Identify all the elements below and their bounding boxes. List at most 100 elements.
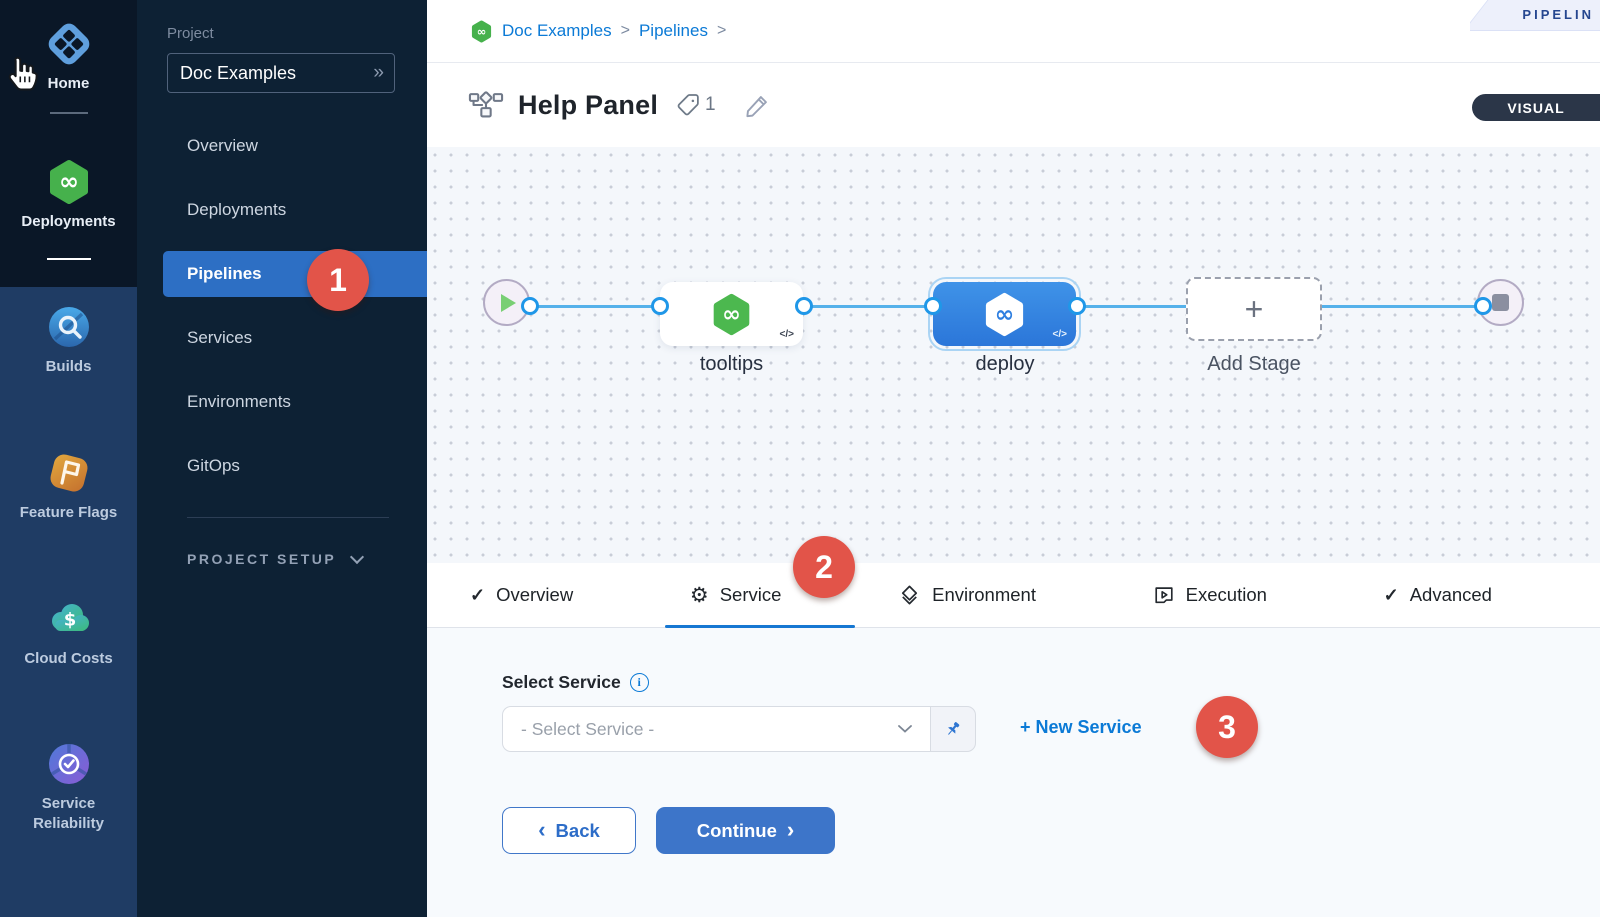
new-service-link[interactable]: + New Service (1020, 717, 1142, 737)
module-sidebar: Home ∞ Deployments Builds (0, 0, 137, 917)
continue-button[interactable]: Continue › (656, 807, 835, 854)
active-tab-underline (665, 625, 855, 628)
chevron-right-icon: › (786, 816, 795, 842)
svg-text:$: $ (63, 610, 76, 631)
project-setup-label: PROJECT SETUP (187, 551, 337, 567)
layers-icon (898, 584, 921, 607)
code-icon: </> (1052, 329, 1067, 340)
edge-connector (1068, 297, 1086, 315)
add-stage-label: Add Stage (1207, 353, 1301, 375)
visual-yaml-toggle[interactable]: VISUAL (1472, 94, 1600, 121)
annotation-badge-1: 1 (307, 249, 369, 311)
breadcrumb: ∞ Doc Examples > Pipelines > (427, 0, 1600, 63)
sidebar-item-services[interactable]: Services (187, 328, 253, 347)
pipeline-edge (527, 305, 662, 308)
sidebar-item-overview[interactable]: Overview (187, 136, 258, 155)
sidebar-item-pipelines[interactable]: Pipelines (163, 251, 427, 297)
stage-card-deploy-selected[interactable]: ∞ </> (928, 277, 1081, 351)
play-icon (501, 293, 516, 312)
service-reliability-icon (45, 740, 93, 788)
edge-connector (651, 297, 669, 315)
pin-button[interactable] (930, 706, 976, 752)
pin-icon (948, 722, 960, 735)
continue-label: Continue (696, 819, 777, 841)
pipeline-edge (802, 305, 937, 308)
svg-text:∞: ∞ (995, 299, 1015, 327)
check-icon: ✓ (1383, 584, 1399, 605)
project-sidebar: Project Doc Examples » Overview Deployme… (137, 0, 427, 917)
tab-label: Service (719, 584, 782, 605)
sidebar-item-builds[interactable]: Builds (0, 303, 137, 377)
pipeline-edge (1075, 305, 1190, 308)
tag-count: 1 (705, 94, 716, 115)
stop-icon (1492, 294, 1509, 311)
annotation-badge-3: 3 (1196, 696, 1258, 758)
tab-label: Execution (1185, 584, 1267, 605)
breadcrumb-project-link[interactable]: Doc Examples (502, 21, 612, 40)
project-selector[interactable]: Doc Examples » (167, 53, 395, 93)
stage-tabs: ✓ Overview ⚙ Service Environment (427, 563, 1600, 628)
main-panel: ∞ Doc Examples > Pipelines > PIPELIN Hel… (427, 0, 1600, 917)
breadcrumb-separator: > (620, 22, 630, 39)
home-icon (45, 20, 93, 68)
edge-connector (1474, 297, 1492, 315)
breadcrumb-pipelines-link[interactable]: Pipelines (638, 21, 708, 40)
sidebar-item-cloud-costs[interactable]: $ Cloud Costs (0, 595, 137, 669)
add-stage-button[interactable]: + (1186, 277, 1322, 341)
banner-label: PIPELIN (1522, 7, 1594, 22)
tags-control[interactable]: 1 (676, 93, 716, 118)
info-icon[interactable]: i (629, 673, 649, 692)
breadcrumb-separator: > (716, 22, 727, 39)
svg-text:∞: ∞ (477, 24, 487, 38)
svg-text:∞: ∞ (722, 301, 741, 327)
sidebar-item-label: Home (47, 75, 90, 92)
deployments-underline (46, 258, 91, 260)
pipeline-header: Help Panel 1 VISUAL (427, 63, 1600, 147)
sidebar-item-deployments[interactable]: ∞ Deployments (0, 158, 137, 260)
edge-connector (521, 297, 539, 315)
tab-service[interactable]: ⚙ Service (690, 583, 782, 608)
divider (187, 517, 389, 518)
sidebar-item-deployments[interactable]: Deployments (187, 200, 287, 219)
sidebar-item-label: Builds (45, 358, 92, 375)
back-label: Back (555, 819, 600, 841)
tab-overview[interactable]: ✓ Overview (470, 584, 573, 606)
project-setup-toggle[interactable]: PROJECT SETUP (187, 549, 387, 567)
tab-environment[interactable]: Environment (898, 584, 1036, 607)
back-button[interactable]: ‹ Back (502, 807, 636, 854)
gear-icon: ⚙ (689, 583, 709, 607)
feature-flags-icon (45, 449, 93, 497)
sidebar-item-label: Service Reliability (33, 795, 104, 833)
pipeline-edge (1322, 305, 1484, 308)
select-service-label: Select Service (502, 672, 621, 692)
svg-text:∞: ∞ (59, 168, 79, 196)
sidebar-item-service-reliability[interactable]: Service Reliability (0, 740, 137, 835)
plus-icon: + (1244, 291, 1264, 327)
code-icon: </> (779, 329, 794, 340)
tab-execution[interactable]: Execution (1153, 584, 1267, 606)
pipeline-canvas[interactable]: ∞ </> ∞ </> + tooltips deploy Add Stage (427, 147, 1600, 563)
sidebar-item-label: Cloud Costs (24, 650, 113, 667)
sidebar-item-gitops[interactable]: GitOps (187, 456, 240, 475)
pipeline-studio-banner: PIPELIN (1470, 0, 1600, 31)
stage-name-deploy: deploy (975, 353, 1035, 375)
tab-label: Environment (932, 584, 1036, 605)
sidebar-item-feature-flags[interactable]: Feature Flags (0, 449, 137, 523)
pipeline-flowchart-icon (468, 91, 504, 119)
service-select-value: - Select Service - (521, 718, 655, 739)
double-chevron-icon: » (373, 62, 383, 83)
sidebar-item-home[interactable]: Home (0, 20, 137, 114)
chevron-down-icon (350, 549, 365, 565)
sidebar-item-environments[interactable]: Environments (187, 392, 291, 411)
service-select-dropdown[interactable]: - Select Service - (502, 706, 930, 752)
stage-card-tooltips[interactable]: ∞ </> (660, 282, 803, 346)
stage-name-tooltips: tooltips (699, 353, 764, 375)
edge-connector (924, 297, 942, 315)
tab-advanced[interactable]: ✓ Advanced (1384, 584, 1492, 606)
annotation-badge-2: 2 (793, 536, 855, 598)
project-caption: Project (167, 25, 214, 42)
edit-pencil-icon[interactable] (744, 92, 771, 119)
project-name: Doc Examples (180, 62, 297, 83)
tag-icon (676, 93, 701, 118)
play-box-icon (1153, 584, 1175, 606)
